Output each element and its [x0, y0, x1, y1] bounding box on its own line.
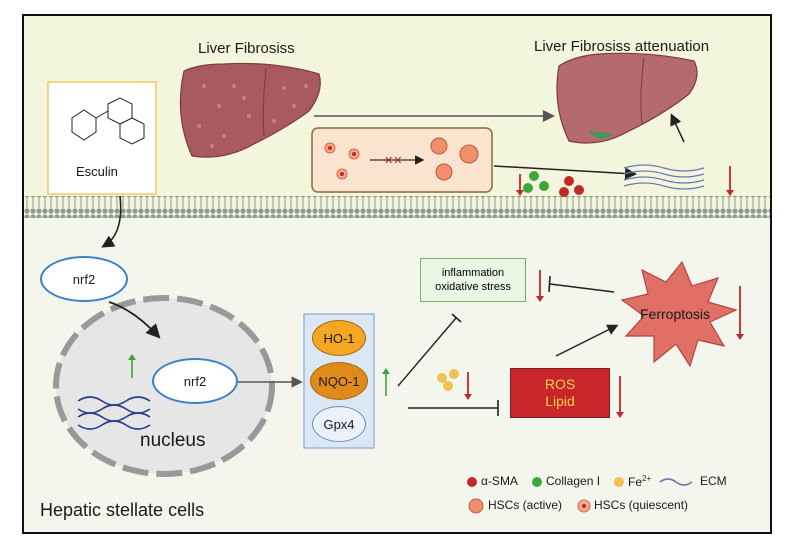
diagram-canvas: ✕✕ — [24, 52, 770, 514]
ros-lipid-box: ROS Lipid — [510, 368, 610, 418]
cell-membrane — [24, 196, 770, 218]
legend-fe-label: Fe2+ — [628, 474, 652, 489]
protein-ho1: HO-1 — [312, 320, 366, 356]
legend-alpha-sma-label: α-SMA — [481, 474, 518, 488]
nucleus-label: nucleus — [140, 430, 206, 451]
alpha-sma-dots — [559, 176, 584, 197]
protein-gpx4: Gpx4 — [312, 406, 366, 442]
ros-label: ROS — [544, 376, 576, 392]
legend-alpha-sma-dot — [467, 477, 477, 487]
esculin-structure-icon — [71, 97, 145, 145]
legend-ecm-label: ECM — [700, 474, 727, 488]
fe-dots — [437, 369, 459, 391]
oxidative-stress-label: oxidative stress — [435, 281, 511, 293]
liver-fibrosis-attenuation-title: Liver Fibrosiss attenuation — [534, 38, 710, 55]
nrf2-cytoplasm: nrf2 — [40, 256, 128, 302]
legend-collagen-dot — [532, 477, 542, 487]
figure-frame: ✕✕ — [22, 14, 772, 534]
dna-helix-icon — [77, 396, 151, 430]
inflammation-label: inflammation — [441, 267, 505, 279]
svg-text:✕✕: ✕✕ — [384, 155, 402, 167]
legend-collagen-label: Collagen I — [546, 474, 601, 488]
ferroptosis-label: Ferroptosis — [640, 306, 711, 322]
top-down-arrows — [519, 166, 731, 192]
legend-fe-dot — [614, 477, 624, 487]
hepatic-stellate-cells-label: Hepatic stellate cells — [40, 500, 205, 520]
protein-nqo1: NQO-1 — [310, 362, 368, 400]
hsc-active-cells — [430, 137, 479, 181]
inflammation-box: inflammation oxidative stress — [420, 258, 526, 302]
recovering-liver — [556, 52, 698, 144]
fibrotic-liver — [179, 62, 321, 158]
legend-hsc-quiescent-label: HSCs (quiescent) — [594, 498, 689, 512]
legend-hsc-active-label: HSCs (active) — [488, 498, 563, 512]
liver-fibrosis-title: Liver Fibrosiss — [198, 40, 295, 57]
ecm-fibres — [623, 164, 705, 190]
ferroptosis-burst — [620, 260, 738, 368]
collagen-dots — [523, 171, 549, 193]
legend-ecm-icon — [659, 478, 693, 486]
lipid-label: Lipid — [545, 393, 575, 409]
esculin-label: Esculin — [76, 164, 118, 179]
legend-hsc-active-icon — [468, 498, 484, 514]
nrf2-nucleus: nrf2 — [152, 358, 238, 404]
esculin-box — [47, 81, 157, 195]
